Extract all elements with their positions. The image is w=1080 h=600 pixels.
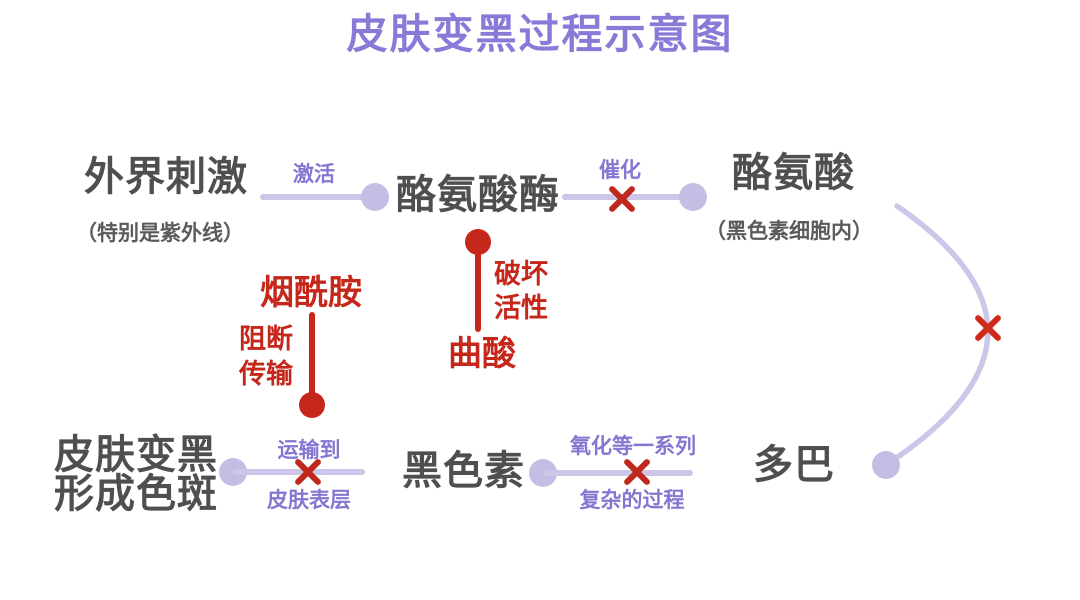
edge-catalyze-label: 催化 [599,159,641,182]
node-tyrosine: 酪氨酸 [732,151,855,195]
niacinamide-line [309,312,315,402]
arc-blocked-x-icon [971,311,1005,345]
edge-oxidation-blocked-x-icon [620,455,654,489]
niacinamide-action-label: 阻断 传输 [239,324,293,389]
node-tyrosinase: 酪氨酸酶 [396,173,560,217]
arc-arrow-dot-icon [872,451,900,479]
edge-transport-label-bottom: 皮肤表层 [267,489,351,512]
edge-transport-blocked-x-icon [291,455,325,489]
inhibitor-niacinamide: 烟酰胺 [260,274,362,312]
niacinamide-dot-icon [299,392,325,418]
node-external-stimulus: 外界刺激 [84,155,248,199]
edge-activate-label: 激活 [293,163,335,186]
node-skin-darkening: 皮肤变黑 形成色斑 [54,433,218,516]
node-melanin: 黑色素 [402,449,525,493]
edge-activate-line [260,194,374,200]
diagram-title: 皮肤变黑过程示意图 [346,11,734,57]
node-dopa: 多巴 [753,443,835,487]
kojic-acid-action-label: 破坏 活性 [494,259,548,323]
edge-oxidation-label-bottom: 复杂的过程 [579,489,685,512]
edge-oxidation-label-top: 氧化等一系列 [570,435,696,458]
arc-tyrosine-to-dopa [883,203,991,468]
node-external-stimulus-note: （特别是紫外线） [76,222,244,245]
kojic-acid-line [475,240,481,332]
edge-activate-arrow-dot-icon [361,183,389,211]
node-tyrosine-note: （黑色素细胞内） [705,220,873,243]
edge-catalyze-blocked-x-icon [605,182,639,216]
edge-catalyze-arrow-dot-icon [679,183,707,211]
inhibitor-kojic-acid: 曲酸 [448,335,516,373]
edge-oxidation-line [543,470,693,476]
